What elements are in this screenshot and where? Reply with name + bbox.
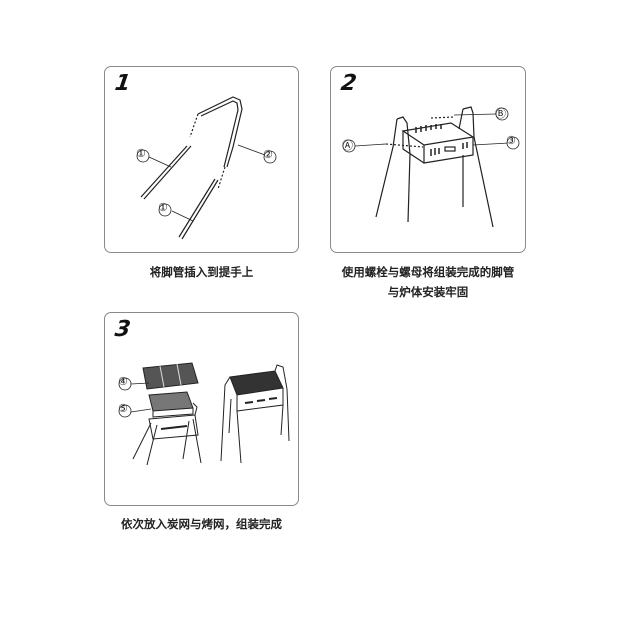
- part-label-1b: ①: [158, 201, 168, 214]
- leg-to-handle-illustration: [136, 96, 277, 240]
- nut-label-b: Ⓑ: [495, 107, 506, 120]
- part-label-3: ③: [506, 134, 516, 147]
- step-2-caption: 使用螺栓与螺母将组装完成的脚管 与炉体安装牢固: [341, 265, 515, 299]
- part-label-2: ②: [263, 148, 273, 161]
- step-3-panel: 3 ④ ⑤: [104, 312, 299, 506]
- grills-assembly-illustration: [118, 362, 290, 466]
- step-1-panel: 1 ① ② ①: [104, 66, 299, 253]
- leg-to-body-illustration: [342, 106, 520, 228]
- part-label-5: ⑤: [118, 402, 128, 415]
- part-label-4: ④: [118, 375, 128, 388]
- step-1-caption: 将脚管插入到提手上: [149, 265, 254, 279]
- step-2-panel: 2: [330, 66, 526, 253]
- bolt-label-a: Ⓐ: [342, 139, 353, 152]
- part-label-1a: ①: [136, 147, 146, 160]
- step-3-caption: 依次放入炭网与烤网，组装完成: [121, 517, 282, 531]
